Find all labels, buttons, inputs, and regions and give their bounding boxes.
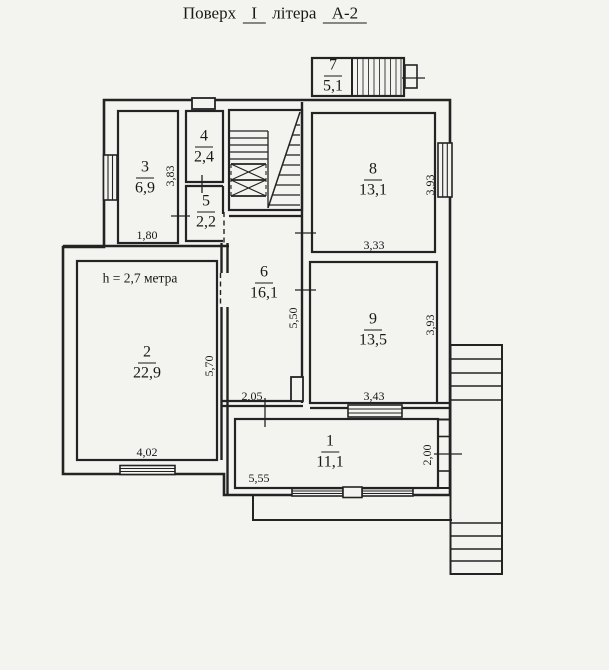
room6-label: 6 16,1 <box>250 263 278 302</box>
title-word1: Поверх <box>182 3 237 23</box>
room9-label: 9 13,5 <box>359 310 387 349</box>
page-title: Поверх І літера А-2 <box>183 5 369 24</box>
entry-stairs-room7 <box>310 56 425 98</box>
dashed-openings <box>219 212 225 307</box>
dim-room3-width: 1,80 <box>136 228 158 242</box>
vent <box>191 97 216 110</box>
dim-room9-height: 3,93 <box>423 314 437 336</box>
dim-room8-width: 3,33 <box>363 238 385 252</box>
room8-label: 8 13,1 <box>359 160 387 199</box>
room8-walls <box>310 111 437 254</box>
dim-room1-width: 5,55 <box>248 471 270 485</box>
room4-walls <box>184 109 225 184</box>
room1-label: 1 11,1 <box>316 432 344 471</box>
dim-room9-width: 3,43 <box>363 389 385 403</box>
room2-label: 2 22,9 <box>133 343 161 382</box>
room4-label: 4 2,4 <box>194 127 214 166</box>
window-left <box>102 154 118 201</box>
window-room8 <box>437 142 453 198</box>
window-room2 <box>119 464 176 476</box>
porch-outline <box>252 495 452 521</box>
room2-walls <box>75 259 219 462</box>
exterior-stairs <box>449 344 503 575</box>
room9-walls <box>308 260 439 405</box>
title-word2: літера <box>272 3 317 23</box>
window-room1-box <box>342 486 363 499</box>
title-floor: І <box>242 5 266 24</box>
room3-walls <box>116 109 180 245</box>
windows <box>102 142 453 499</box>
window-room9-room1 <box>347 404 403 418</box>
duct <box>290 376 304 402</box>
outer-walls <box>61 98 452 497</box>
room5-label: 5 2,2 <box>196 192 216 231</box>
dim-room2-height: 5,70 <box>202 355 216 377</box>
elevator-shaft <box>230 163 267 197</box>
window-room1-b <box>361 487 414 497</box>
stairwell-interior <box>230 111 301 209</box>
height-note: h = 2,7 метра <box>102 270 178 286</box>
room7-label: 7 5,1 <box>323 56 343 95</box>
title-letter: А-2 <box>322 5 368 24</box>
exit-door <box>434 418 462 489</box>
door-ticks <box>171 175 316 427</box>
dim-hall-width: 2,05 <box>241 389 263 403</box>
dim-room8-height: 3,93 <box>423 174 437 196</box>
room5-walls <box>184 184 223 243</box>
dim-room2-width: 4,02 <box>136 445 158 459</box>
window-room1-a <box>291 487 344 497</box>
room3-label: 3 6,9 <box>135 158 155 197</box>
interior-walls <box>191 97 450 495</box>
dim-room1-door: 2,00 <box>420 444 434 466</box>
dim-hall-height: 5,50 <box>286 307 300 329</box>
dim-room3-height: 3,83 <box>163 165 177 187</box>
